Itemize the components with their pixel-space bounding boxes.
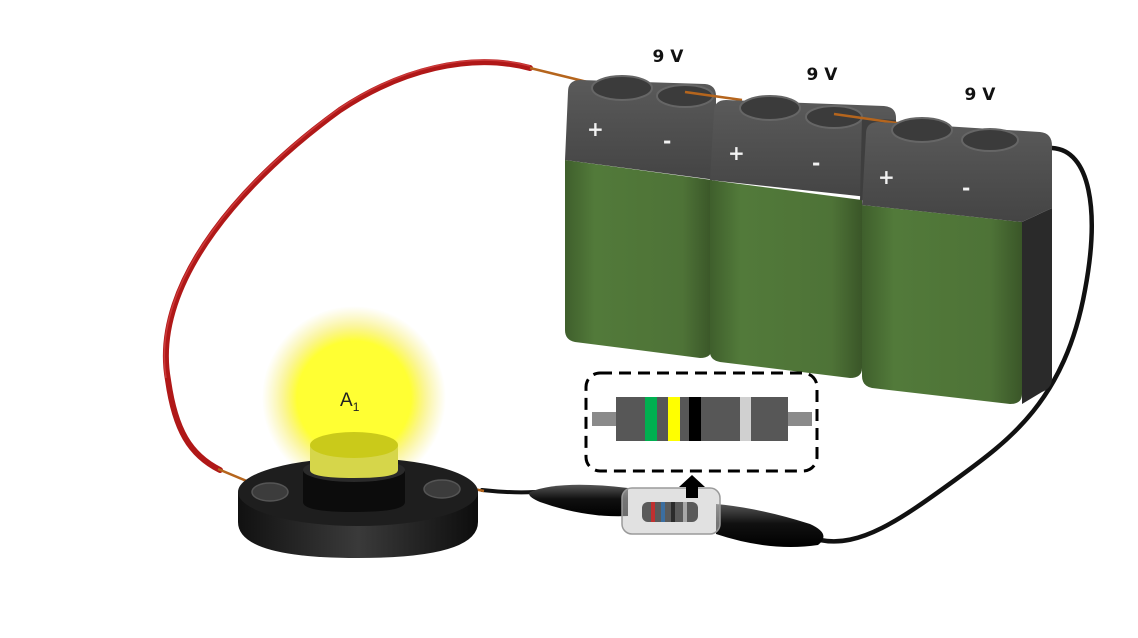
red-wire xyxy=(163,59,533,473)
bulb-neck-top xyxy=(310,432,398,458)
resistor-lead-right xyxy=(786,412,812,426)
callout-dashed-box xyxy=(584,371,819,473)
bulb-glow xyxy=(262,306,446,490)
bulb-label-subscript: 1 xyxy=(353,400,360,414)
battery-3-minus-sign: - xyxy=(962,176,970,200)
battery-3-minus-terminal xyxy=(961,128,1019,152)
black-wire-left xyxy=(480,488,537,495)
bulb-terminal-left xyxy=(251,482,289,502)
bulb-label: A1 xyxy=(340,390,360,414)
copper-lead-series-2 xyxy=(833,112,905,126)
battery-2-voltage-label: 9 V xyxy=(807,65,839,85)
battery-1: + - 9 V xyxy=(565,47,716,358)
bulb-holder xyxy=(303,470,405,512)
small-resistor-body xyxy=(642,502,698,522)
black-wire-right xyxy=(817,145,1094,544)
battery-2-plus-sign: + xyxy=(728,141,745,165)
battery-1-voltage-label: 9 V xyxy=(653,47,685,67)
zoom-arrow xyxy=(679,475,705,498)
resistor-band-yellow xyxy=(668,397,680,441)
resistor-band-green xyxy=(645,397,657,441)
small-band-4 xyxy=(683,502,687,522)
battery-2-plus-terminal xyxy=(739,95,801,121)
small-band-2 xyxy=(661,502,665,522)
resistor-band-silver xyxy=(740,397,751,441)
battery-1-plus-terminal xyxy=(591,75,653,101)
small-band-3 xyxy=(671,502,675,522)
battery-1-minus-sign: - xyxy=(663,129,671,153)
clip-right xyxy=(716,504,824,547)
battery-3-plus-terminal xyxy=(891,117,953,143)
battery-2-minus-sign: - xyxy=(812,151,820,175)
red-wire-highlight xyxy=(163,59,531,379)
battery-3-voltage-label: 9 V xyxy=(965,85,997,105)
small-band-1 xyxy=(651,502,655,522)
copper-lead-series-1 xyxy=(684,90,743,102)
bulb-label-main: A xyxy=(340,390,353,411)
resistor-lead-left xyxy=(592,412,618,426)
bulb-assembly: A1 xyxy=(238,306,478,558)
clip-left xyxy=(529,484,628,517)
battery-1-plus-sign: + xyxy=(587,117,604,141)
bulb-terminal-right xyxy=(423,479,461,499)
resistor-band-black xyxy=(689,397,701,441)
battery-3: + - 9 V xyxy=(862,85,1052,404)
resistor-zoom-callout xyxy=(584,371,819,498)
resistor-body xyxy=(616,397,788,441)
battery-3-plus-sign: + xyxy=(878,165,895,189)
resistor-holder xyxy=(529,484,824,547)
